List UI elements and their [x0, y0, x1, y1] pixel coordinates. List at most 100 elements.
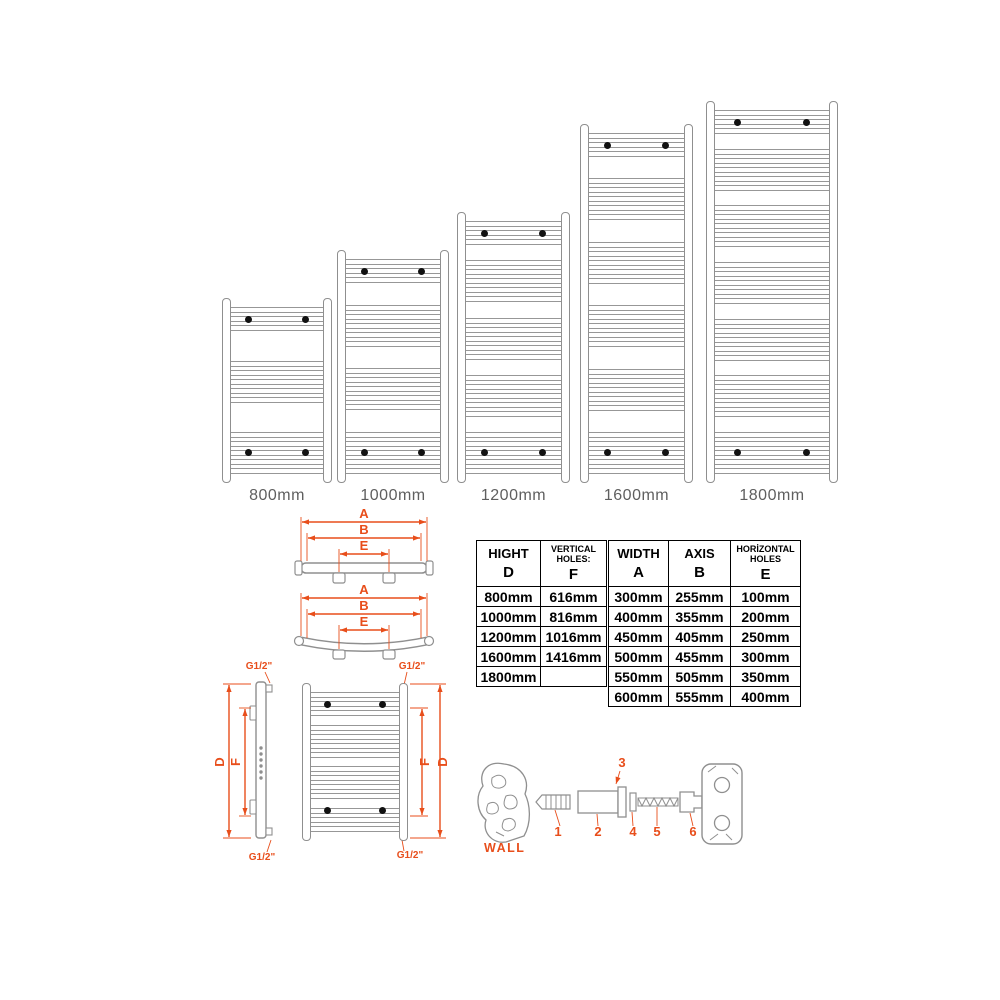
holes-cell: 200mm — [730, 606, 801, 627]
radiator-rung — [343, 268, 443, 274]
radiator-rung — [586, 214, 687, 221]
mount-dot — [803, 449, 811, 456]
arrowhead — [437, 830, 443, 837]
height-table-header-f: VERTICAL HOLES: F — [540, 540, 607, 587]
arrowhead — [419, 709, 425, 716]
mount-dot — [733, 119, 741, 126]
radiator-rung — [228, 369, 326, 376]
mount-dot — [378, 701, 386, 708]
dimension-e: E — [338, 538, 390, 572]
width-cell: 400mm — [608, 606, 669, 627]
radiator-rung — [712, 262, 832, 268]
mount-dot — [245, 316, 253, 323]
radiator-rung — [343, 259, 443, 265]
radiator-rung — [228, 387, 326, 394]
radiator-rung — [463, 401, 564, 408]
radiator-rung — [712, 384, 832, 391]
radiator-rung — [463, 468, 564, 474]
radiator-rung — [308, 826, 402, 832]
radiator-rung — [463, 239, 564, 245]
radiator-rung — [343, 386, 443, 393]
radiator-rung — [463, 353, 564, 360]
table-row: 1800mm — [476, 666, 607, 687]
radiator-right-rail — [684, 124, 693, 483]
height-cell: 800mm — [476, 586, 541, 607]
radiator-1600mm: 1600mm — [580, 124, 693, 504]
arrowhead — [340, 627, 347, 633]
axis-cell: 405mm — [668, 626, 731, 647]
washer-part — [629, 792, 637, 812]
dimension-f-left: F — [228, 707, 251, 817]
radiator-rung — [586, 459, 687, 465]
radiator-rung — [712, 327, 832, 334]
radiator-rung — [712, 223, 832, 230]
holes-cell: 1016mm — [540, 626, 607, 647]
width-cell: 600mm — [608, 686, 669, 707]
radiator-rung — [463, 317, 564, 324]
radiator-rung — [343, 340, 443, 347]
mount-dot — [480, 230, 488, 237]
arrowhead — [226, 830, 232, 837]
radiator-rung — [586, 133, 687, 139]
radiator-rung — [712, 110, 832, 116]
holes-cell: 1416mm — [540, 646, 607, 667]
radiator-rung — [712, 468, 832, 474]
dimension-d-right: D — [410, 683, 450, 839]
front-view-dimension-drawing: D F F D G1/2" G1/2" G1/2" G1/2" — [212, 661, 450, 863]
radiator-rung — [586, 151, 687, 157]
radiator-rung — [463, 278, 564, 285]
radiator-rung — [463, 432, 564, 438]
holes-cell: 250mm — [730, 626, 801, 647]
radiator-right-rail — [829, 101, 838, 483]
radiator-rung — [343, 377, 443, 384]
g-half-label-bottom-right: G1/2" — [397, 850, 424, 861]
radiator-rung — [228, 396, 326, 403]
radiator-rung — [712, 271, 832, 277]
radiator-rung — [712, 411, 832, 418]
g-half-label-top-left: G1/2" — [246, 661, 273, 672]
width-cell: 450mm — [608, 626, 669, 647]
radiator-rung — [712, 375, 832, 382]
radiator-rung — [586, 178, 687, 185]
dim-label-b: B — [359, 522, 368, 537]
radiator-rung — [463, 287, 564, 294]
radiator-rung — [712, 393, 832, 400]
radiator-rung — [343, 432, 443, 438]
radiator-side-profile — [249, 681, 273, 839]
radiator-rung — [712, 214, 832, 221]
radiator-rung — [586, 323, 687, 330]
radiator-rung — [308, 742, 402, 749]
radiator-rungs — [457, 215, 570, 480]
radiator-rung — [586, 341, 687, 348]
holes-cell: 300mm — [730, 646, 801, 667]
dimension-b: B — [306, 598, 422, 638]
radiator-top-view-straight — [294, 560, 434, 584]
radiator-rungs — [302, 686, 408, 838]
radiator-rung — [712, 450, 832, 456]
radiator-left-rail — [706, 101, 715, 483]
mount-dot — [539, 230, 547, 237]
spacer-tube-part — [577, 786, 627, 818]
radiator-size-label: 1000mm — [360, 487, 426, 504]
arrowhead — [381, 551, 388, 557]
radiator-rung — [463, 383, 564, 390]
axis-cell: 355mm — [668, 606, 731, 627]
arrowhead — [615, 776, 621, 784]
axis-cell: 555mm — [668, 686, 731, 707]
radiator-rung — [308, 692, 402, 698]
radiator-rung — [586, 187, 687, 194]
radiator-rung — [463, 392, 564, 399]
radiator-rungs — [580, 127, 693, 480]
axis-cell: 455mm — [668, 646, 731, 667]
mount-dot — [603, 449, 611, 456]
arrowhead — [419, 808, 425, 815]
g-half-connection-labels: G1/2" G1/2" G1/2" G1/2" — [246, 661, 426, 863]
width-table-header-b: AXIS B — [668, 540, 731, 587]
mount-dot — [803, 119, 811, 126]
